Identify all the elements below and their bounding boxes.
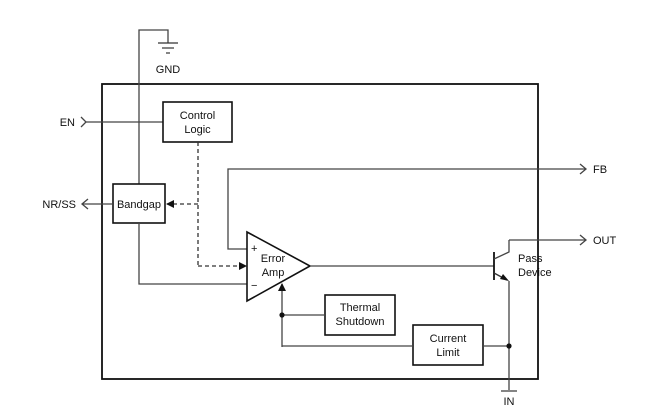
current-limit-block: Current Limit	[412, 324, 484, 366]
pass-device-transistor-icon	[493, 240, 510, 390]
current-limit-label-2: Limit	[436, 347, 459, 359]
error-amp-plus-label: +	[251, 243, 257, 255]
control-logic-label-1: Control	[180, 110, 215, 122]
error-amp-label-1: Error	[261, 253, 286, 265]
thermal-shutdown-label-2: Shutdown	[336, 316, 385, 328]
pin-label-nrss: NR/SS	[42, 199, 76, 211]
en-pin-arrow-icon	[80, 116, 87, 128]
thermal-shutdown-block: Thermal Shutdown	[324, 294, 396, 336]
bandgap-label: Bandgap	[117, 199, 161, 211]
control-logic-label-2: Logic	[184, 124, 211, 136]
junction-dot	[506, 343, 512, 349]
out-pin-arrow-icon	[579, 234, 588, 246]
pass-device-label-1: Pass	[518, 253, 543, 265]
pin-label-fb: FB	[593, 164, 607, 176]
control-logic-block: Control Logic	[162, 101, 233, 143]
bandgap-to-erroramp-wire	[138, 223, 247, 285]
error-amp-minus-label: −	[251, 280, 257, 292]
pin-label-out: OUT	[593, 235, 617, 247]
gnd-wire	[138, 29, 169, 184]
thermal-shutdown-label-1: Thermal	[340, 302, 380, 314]
current-limit-label-1: Current	[430, 333, 467, 345]
pin-label-en: EN	[60, 117, 75, 129]
error-amp-block: + − Error Amp	[246, 230, 312, 303]
junction-dot	[279, 312, 285, 318]
device-outline	[101, 83, 539, 380]
ground-icon	[158, 42, 178, 54]
nrss-pin-arrow-icon	[80, 198, 89, 210]
pin-label-in: IN	[504, 396, 515, 408]
fb-wire	[227, 168, 586, 250]
error-amp-label-2: Amp	[262, 267, 285, 279]
pass-device-label-2: Device	[518, 267, 552, 279]
fb-pin-arrow-icon	[579, 163, 588, 175]
pin-label-gnd: GND	[156, 64, 181, 76]
bandgap-block: Bandgap	[112, 183, 166, 224]
